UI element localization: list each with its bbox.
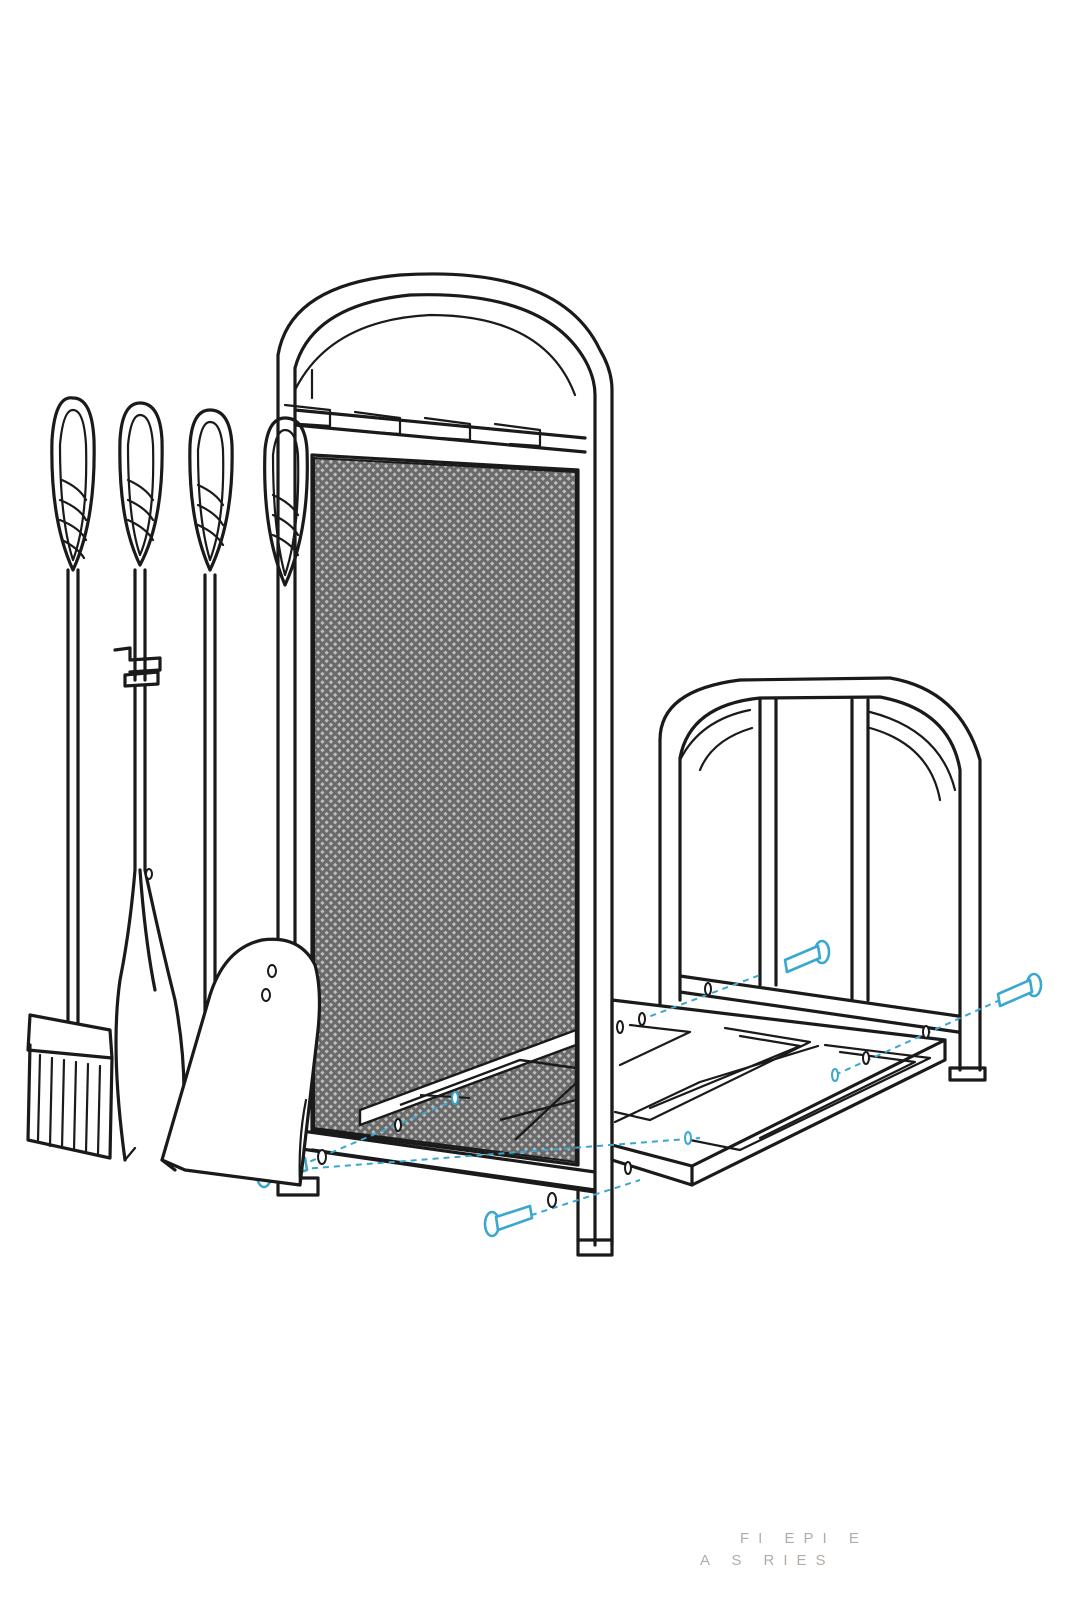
mesh-screen bbox=[313, 456, 577, 1164]
watermark-line-1: FI EPI E bbox=[740, 1530, 868, 1547]
tongs-icon bbox=[113, 401, 186, 1162]
log-holder-base-grid bbox=[610, 998, 947, 1187]
brand-watermark: FI EPI E A S RIES bbox=[700, 1528, 1000, 1572]
watermark-line-2: A S RIES bbox=[700, 1552, 835, 1569]
tool-loop-handle bbox=[263, 416, 309, 587]
shovel-icon bbox=[160, 937, 322, 1187]
log-holder-rear-arch bbox=[658, 676, 987, 1082]
bolt-icon bbox=[996, 972, 1043, 1008]
inner-tray bbox=[358, 1028, 576, 1141]
main-frame bbox=[276, 272, 614, 1257]
bolt-icon bbox=[783, 939, 831, 974]
brush-icon bbox=[26, 396, 114, 1160]
bolt-icon bbox=[483, 1204, 534, 1238]
